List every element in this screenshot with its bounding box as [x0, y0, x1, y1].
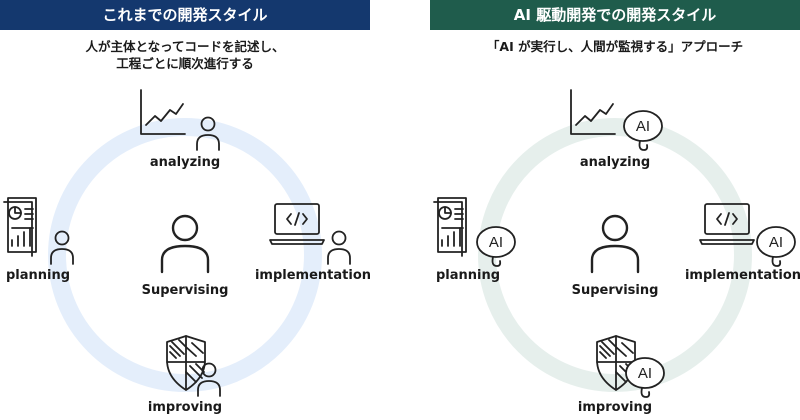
ai-badge-text: AI: [636, 118, 650, 135]
label-improving: improving: [577, 400, 653, 415]
label-analyzing: analyzing: [149, 155, 221, 170]
ai-badge-text: AI: [769, 234, 783, 251]
label-planning: planning: [435, 268, 501, 283]
ai-brain-icon: [756, 226, 796, 267]
person-icon: [327, 230, 351, 265]
supervisor-person-icon: [160, 214, 210, 274]
label-planning: planning: [5, 268, 71, 283]
ai-brain-icon: [476, 226, 516, 267]
label-improving: improving: [147, 400, 223, 415]
line-chart-icon: [570, 89, 616, 135]
laptop-code-icon: [269, 203, 325, 245]
ai-badge-text: AI: [489, 234, 503, 251]
ai-driven-title: AI 駆動開発での開発スタイル: [430, 0, 800, 30]
traditional-title: これまでの開発スタイル: [0, 0, 370, 30]
label-analyzing: analyzing: [579, 155, 651, 170]
ai-driven-panel: AI 駆動開発での開発スタイル 「AI が実行し、人間が監視する」アプローチ: [430, 0, 800, 420]
person-icon: [197, 362, 221, 397]
ai-brain-icon: [625, 357, 665, 398]
person-icon: [196, 116, 220, 151]
report-document-icon: [3, 197, 37, 257]
ai-driven-cycle-diagram: AI AI AI AI: [433, 89, 796, 398]
cycle-ring: [48, 118, 322, 392]
label-implementation: implementation: [684, 268, 800, 283]
report-document-icon: [433, 197, 467, 257]
ai-driven-description: 「AI が実行し、人間が監視する」アプローチ: [430, 38, 800, 55]
traditional-panel: これまでの開発スタイル 人が主体となってコードを記述し、 工程ごとに順次進行する: [0, 0, 372, 420]
label-supervising: Supervising: [141, 283, 229, 298]
traditional-description-line-2: 工程ごとに順次進行する: [116, 56, 254, 71]
label-implementation: implementation: [254, 268, 372, 283]
laptop-code-icon: [699, 203, 755, 245]
ai-badge-text: AI: [638, 365, 652, 382]
line-chart-icon: [140, 89, 186, 135]
traditional-description-line-1: 人が主体となってコードを記述し、: [85, 39, 285, 54]
shield-icon: [166, 335, 206, 391]
label-supervising: Supervising: [571, 283, 659, 298]
ai-driven-description-line-1: 「AI が実行し、人間が監視する」アプローチ: [486, 39, 744, 54]
person-icon: [50, 230, 74, 265]
traditional-cycle-diagram: [3, 89, 351, 397]
traditional-description: 人が主体となってコードを記述し、 工程ごとに順次進行する: [0, 38, 370, 72]
ai-brain-icon: [623, 110, 663, 151]
supervisor-person-icon: [590, 214, 640, 274]
